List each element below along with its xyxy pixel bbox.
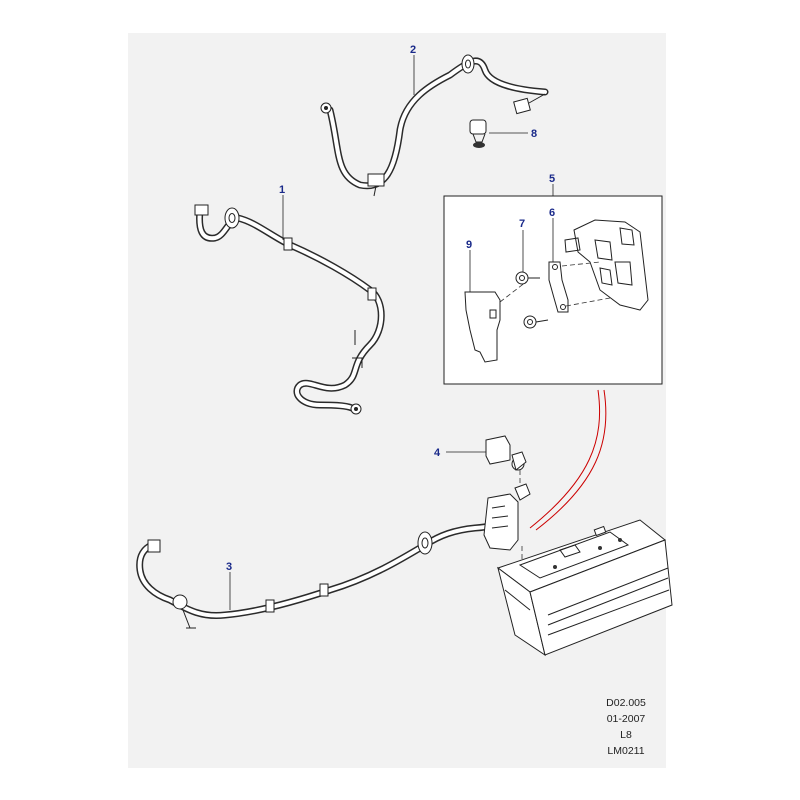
part-9-cover <box>464 291 501 363</box>
callout-3: 3 <box>226 561 232 573</box>
ref-line-2: 01-2007 <box>607 713 646 725</box>
ref-line-4: LM0211 <box>607 745 644 757</box>
fuse-box <box>564 219 649 311</box>
callout-9: 9 <box>466 239 472 251</box>
highlight-lines <box>529 389 607 531</box>
callout-1: 1 <box>279 184 285 196</box>
part-8-clip <box>469 119 487 148</box>
cable-3 <box>136 516 504 629</box>
callout-7: 7 <box>519 218 525 230</box>
callouts: 2 8 1 5 7 6 9 4 3 <box>226 44 555 573</box>
callout-4: 4 <box>434 447 441 459</box>
part-6-link <box>548 261 569 313</box>
part-7-bolt <box>515 271 540 285</box>
callout-8: 8 <box>531 128 537 140</box>
cable-2 <box>320 54 549 197</box>
battery-fuse-module <box>483 483 531 575</box>
callout-2: 2 <box>410 44 416 56</box>
ref-line-3: L8 <box>620 729 632 741</box>
callout-5: 5 <box>549 173 555 185</box>
part-4-terminal-cover <box>485 435 527 495</box>
callout-6: 6 <box>549 207 555 219</box>
bolt-lower <box>523 315 549 329</box>
leader-lines <box>229 55 554 610</box>
ref-line-1: D02.005 <box>606 697 646 709</box>
reference-block: D02.005 01-2007 L8 LM0211 <box>606 697 646 757</box>
cable-1 <box>194 204 385 415</box>
battery <box>496 519 673 657</box>
